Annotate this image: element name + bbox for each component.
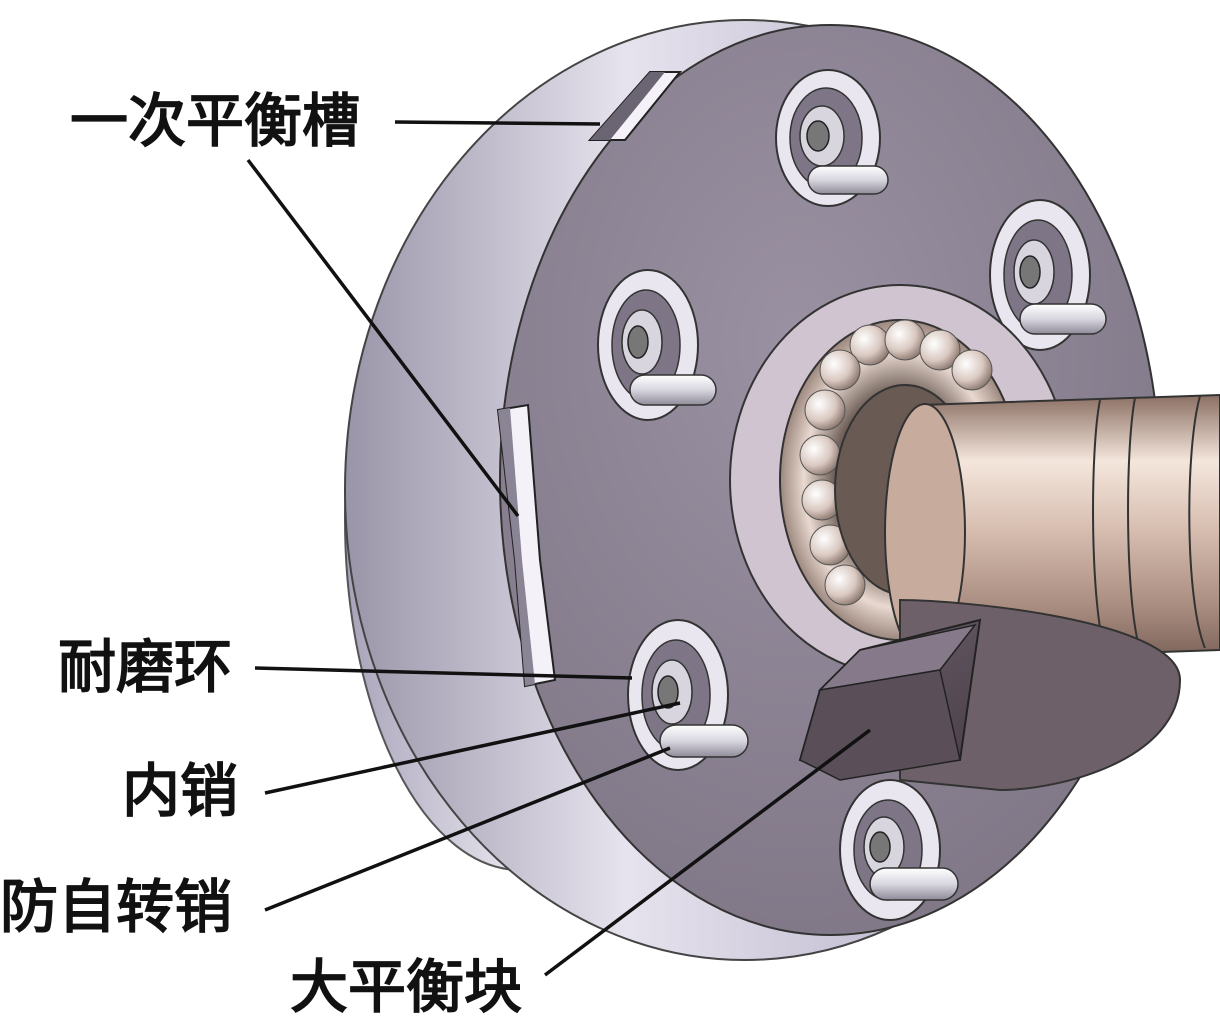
leader-inner-pin (264, 701, 681, 795)
leader-anti-rotation-pin (264, 746, 671, 912)
bolt-hole-bottom (839, 779, 959, 921)
leader-large-counterweight (543, 728, 872, 977)
leader-lines (246, 120, 872, 977)
bearing-balls (799, 319, 993, 606)
label-primary-balance-groove: 一次平衡槽 (70, 87, 361, 155)
bolt-hole-left (597, 269, 717, 421)
leader-wear-ring (254, 666, 633, 680)
bolt-hole-top (775, 69, 889, 207)
primary-balance-groove-side (496, 403, 557, 688)
label-anti-rotation-pin: 防自转销 (0, 873, 233, 941)
label-inner-pin: 内销 (122, 757, 239, 825)
leader-primary-balance-groove-top (394, 120, 601, 126)
label-wear-ring: 耐磨环 (58, 633, 233, 701)
label-large-counterweight: 大平衡块 (290, 953, 523, 1021)
leader-primary-balance-groove-side (246, 158, 520, 518)
primary-balance-groove-top (587, 71, 683, 141)
bolt-hole-right (989, 199, 1107, 351)
bolt-hole-lower-left (627, 619, 749, 771)
